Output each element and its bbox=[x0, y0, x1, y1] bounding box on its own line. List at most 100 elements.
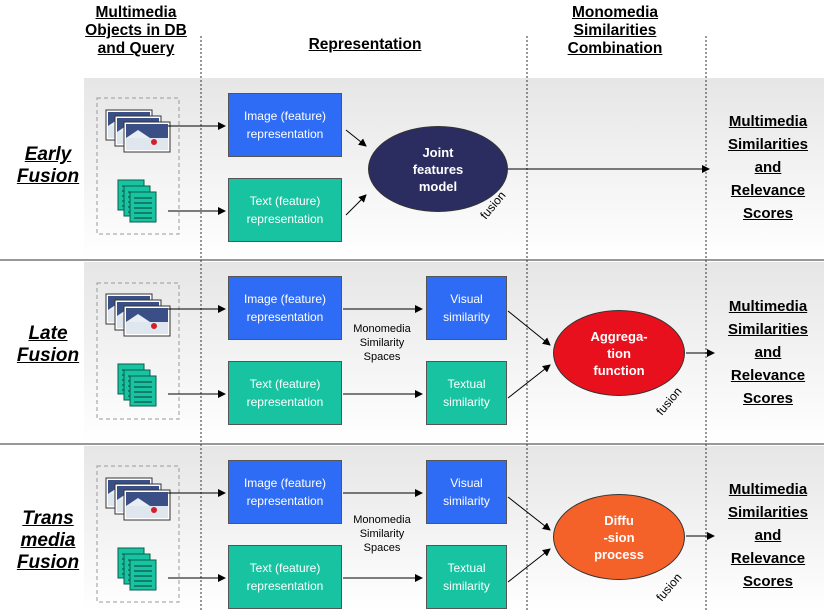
header-line: and Query bbox=[97, 40, 175, 57]
spaces-line: Monomedia bbox=[353, 514, 411, 526]
result-line: Similarities bbox=[727, 504, 809, 521]
text-representation-box: Text (feature) representation bbox=[228, 178, 342, 242]
arrow bbox=[507, 496, 551, 531]
ellipse-line: function bbox=[593, 362, 645, 378]
row-label-late-fusion: Late Fusion bbox=[6, 323, 90, 367]
text-representation-box: Text (feature) representation bbox=[228, 545, 342, 609]
result-line: Multimedia bbox=[728, 113, 808, 130]
ellipse-line: tion bbox=[607, 345, 631, 361]
result-scores: Multimedia Similarities and Relevance Sc… bbox=[712, 478, 824, 593]
result-line: and bbox=[754, 159, 782, 176]
input-container bbox=[96, 282, 180, 420]
ellipse-line: features bbox=[412, 161, 464, 177]
row-label-early-fusion: Early Fusion bbox=[6, 144, 90, 188]
result-line: Relevance bbox=[730, 182, 806, 199]
photo-stack-icon bbox=[105, 477, 171, 521]
result-line: Relevance bbox=[730, 550, 806, 567]
arrow bbox=[507, 310, 551, 346]
row-label-line: Trans bbox=[22, 508, 74, 529]
spaces-line: Similarity bbox=[359, 528, 405, 540]
visual-similarity-box: Visual similarity bbox=[426, 460, 507, 524]
result-line: and bbox=[754, 527, 782, 544]
box-line: Image (feature) bbox=[243, 476, 327, 490]
image-representation-box: Image (feature) representation bbox=[228, 276, 342, 340]
arrow bbox=[345, 129, 367, 147]
box-line: representation bbox=[246, 494, 324, 508]
result-line: Scores bbox=[742, 205, 794, 222]
spaces-line: Spaces bbox=[363, 542, 401, 554]
ellipse-line: process bbox=[594, 546, 644, 562]
result-line: Relevance bbox=[730, 367, 806, 384]
image-representation-box: Image (feature) representation bbox=[228, 460, 342, 524]
input-container bbox=[96, 465, 180, 603]
result-line: Similarities bbox=[727, 136, 809, 153]
row-label-line: Fusion bbox=[16, 345, 80, 366]
result-line: Multimedia bbox=[728, 298, 808, 315]
spaces-line: Similarity bbox=[359, 337, 405, 349]
row-label-line: Fusion bbox=[16, 552, 80, 573]
result-line: and bbox=[754, 344, 782, 361]
header-multimedia-objects: Multimedia Objects in DB and Query bbox=[76, 4, 196, 58]
arrow bbox=[507, 548, 551, 583]
box-line: Textual bbox=[447, 377, 486, 391]
result-scores: Multimedia Similarities and Relevance Sc… bbox=[712, 295, 824, 410]
box-line: similarity bbox=[443, 310, 490, 324]
arrow bbox=[507, 364, 551, 399]
box-line: Image (feature) bbox=[243, 292, 327, 306]
header-line: Combination bbox=[567, 40, 663, 57]
text-representation-box: Text (feature) representation bbox=[228, 361, 342, 425]
row-label-line: Late bbox=[28, 323, 68, 344]
result-line: Scores bbox=[742, 390, 794, 407]
box-line: Visual bbox=[450, 292, 483, 306]
arrow bbox=[345, 194, 367, 216]
result-scores: Multimedia Similarities and Relevance Sc… bbox=[712, 110, 824, 225]
document-stack-icon bbox=[117, 363, 157, 407]
spaces-line: Spaces bbox=[363, 351, 401, 363]
box-line: representation bbox=[246, 579, 324, 593]
box-line: representation bbox=[246, 212, 324, 226]
result-line: Scores bbox=[742, 573, 794, 590]
header-line: Similarities bbox=[573, 22, 657, 39]
box-line: similarity bbox=[443, 579, 490, 593]
box-line: Visual bbox=[450, 476, 483, 490]
row-label-line: Early bbox=[24, 144, 72, 165]
box-line: similarity bbox=[443, 494, 490, 508]
ellipse-line: model bbox=[418, 178, 458, 194]
image-representation-box: Image (feature)representation bbox=[228, 93, 342, 157]
box-line: Text (feature) bbox=[249, 561, 321, 575]
ellipse-line: Joint bbox=[422, 144, 454, 160]
textual-similarity-box: Textual similarity bbox=[426, 361, 507, 425]
visual-similarity-box: Visual similarity bbox=[426, 276, 507, 340]
document-stack-icon bbox=[117, 547, 157, 591]
box-line: Image (feature) bbox=[243, 109, 327, 123]
result-line: Similarities bbox=[727, 321, 809, 338]
row-label-line: Fusion bbox=[16, 166, 80, 187]
row-label-line: media bbox=[20, 530, 76, 551]
row-label-trans-media-fusion: Trans media Fusion bbox=[6, 508, 90, 574]
photo-stack-icon bbox=[105, 109, 171, 153]
ellipse-line: Diffu bbox=[604, 512, 634, 528]
spaces-line: Monomedia bbox=[353, 323, 411, 335]
box-line: Text (feature) bbox=[249, 194, 321, 208]
box-line: representation bbox=[246, 395, 324, 409]
monomedia-similarity-spaces-label: Monomedia Similarity Spaces bbox=[340, 322, 424, 364]
input-container bbox=[96, 97, 180, 235]
box-line: similarity bbox=[443, 395, 490, 409]
textual-similarity-box: Textual similarity bbox=[426, 545, 507, 609]
ellipse-line: Aggrega- bbox=[590, 328, 648, 344]
ellipse-line: -sion bbox=[603, 529, 635, 545]
box-line: Text (feature) bbox=[249, 377, 321, 391]
photo-stack-icon bbox=[105, 293, 171, 337]
header-representation: Representation bbox=[308, 36, 422, 53]
box-line: representation bbox=[246, 310, 324, 324]
box-line: Textual bbox=[447, 561, 486, 575]
monomedia-similarity-spaces-label: Monomedia Similarity Spaces bbox=[340, 513, 424, 555]
header-line: Monomedia bbox=[571, 4, 659, 21]
header-line: Multimedia bbox=[95, 4, 177, 21]
header-combination: Monomedia Similarities Combination bbox=[540, 4, 690, 58]
header-line: Objects in DB bbox=[85, 22, 187, 39]
